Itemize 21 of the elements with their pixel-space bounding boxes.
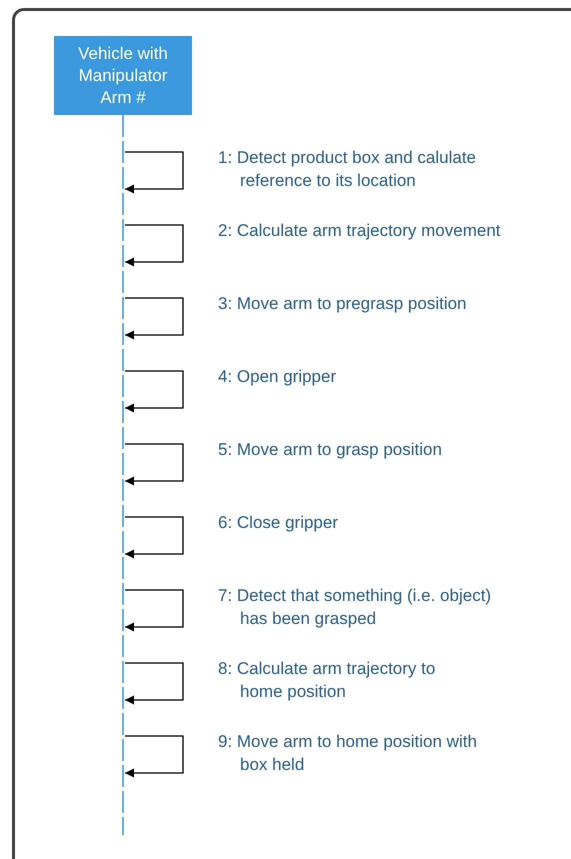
self-message-arrow xyxy=(125,516,184,558)
edge-label: 3: Move arm to pregrasp position xyxy=(218,293,468,315)
edge-label: 6: Close gripper xyxy=(218,512,340,534)
self-message-arrow xyxy=(125,370,184,412)
self-message-arrow xyxy=(125,297,184,340)
edge-label: 2: Calculate arm trajectory movement xyxy=(218,220,502,242)
edge-label: 7: Detect that something (i.e. object) has been grasped xyxy=(218,585,492,630)
edge-label: 8: Calculate arm trajectory to home position xyxy=(218,658,436,703)
self-message-arrow xyxy=(125,151,184,194)
self-message-arrow xyxy=(125,224,184,266)
lifeline-name: Vehicle with Manipulator Arm # xyxy=(77,42,169,108)
lifeline xyxy=(121,115,125,835)
self-message-arrow xyxy=(125,589,184,632)
self-message-arrow xyxy=(125,443,184,486)
self-message-arrow xyxy=(125,735,184,778)
edge-label: 5: Move arm to grasp position xyxy=(218,439,443,461)
edge-label: 1: Detect product box and calulate reference to its location xyxy=(218,147,477,192)
lifeline-header-box xyxy=(54,36,192,115)
edge-label: 9: Move arm to home position with box held xyxy=(218,731,478,776)
self-message-arrow xyxy=(125,662,184,704)
edge-label: 4: Open gripper xyxy=(218,366,338,388)
